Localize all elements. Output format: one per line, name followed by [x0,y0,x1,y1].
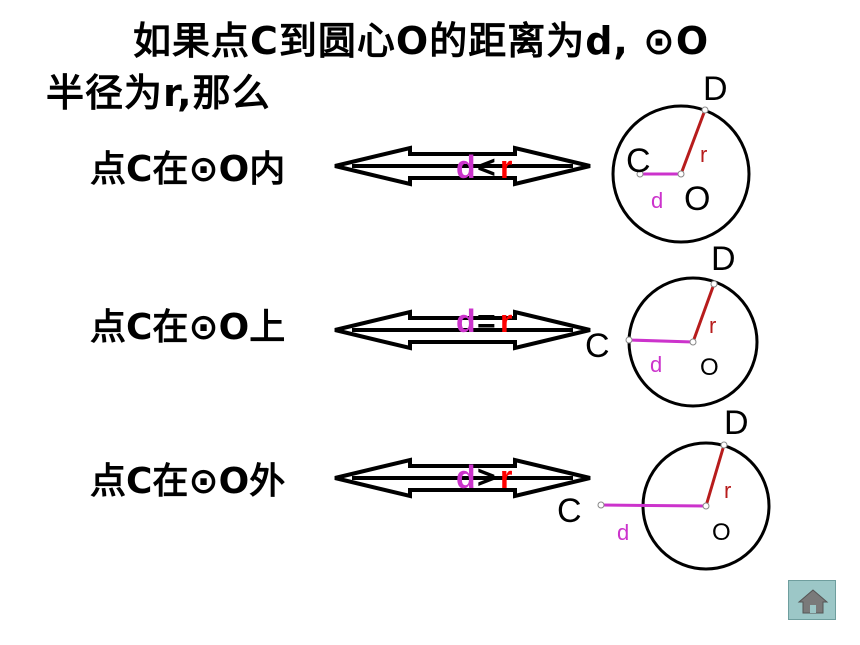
relation-1-sign: < [477,149,496,185]
relation-2-d: d [456,303,476,339]
distance-label-1: d [651,188,663,213]
radius-line-1 [679,109,707,175]
equivalence-arrow-2 [334,309,591,351]
point-d-label-2: D [711,240,736,278]
equivalence-arrow-1 [334,145,591,187]
relation-1-d: d [456,149,476,185]
relation-3-r: r [500,459,512,495]
title-line-2: 半径为r,那么 [46,71,271,115]
distance-line-3 [600,503,707,508]
distance-line-2 [628,338,694,344]
row-outside-label: 点C在⊙O外 [90,461,286,502]
relation-2-sign: = [477,303,496,339]
relation-1: d < r [456,149,512,185]
title-line-1: 如果点C到圆心O的距离为d, ⊙O [133,19,710,63]
point-c-label-1: C [626,142,651,180]
radius-label-1: r [700,142,707,167]
relation-1-r: r [500,149,512,185]
point-d-label-1: D [703,70,728,108]
point-c-label-3: C [557,492,582,530]
relation-3: d > r [456,459,512,495]
relation-3-sign: > [477,459,496,495]
radius-line-2 [691,283,716,343]
distance-label-3: d [617,520,629,545]
relation-3-d: d [456,459,476,495]
relation-2-r: r [500,303,512,339]
home-icon [797,589,829,614]
home-button[interactable] [788,580,836,620]
radius-line-3 [704,444,726,507]
center-o-label-1: O [684,180,710,218]
circle-diagram-inside: D C O r d [611,70,751,244]
center-o-label-2: O [700,354,719,381]
row-inside-label: 点C在⊙O内 [90,149,286,190]
point-c-label-2: C [585,327,610,365]
equivalence-arrow-3 [334,457,591,499]
relation-2: d = r [456,303,512,339]
radius-label-2: r [709,313,716,338]
distance-label-2: d [650,352,662,377]
center-o-label-3: O [712,519,731,546]
row-on-label: 点C在⊙O上 [90,307,286,348]
point-d-label-3: D [724,404,749,442]
circle-diagram-outside: D C O r d [557,404,771,571]
radius-label-3: r [724,478,731,503]
circle-diagram-on: D C O r d [585,240,759,408]
